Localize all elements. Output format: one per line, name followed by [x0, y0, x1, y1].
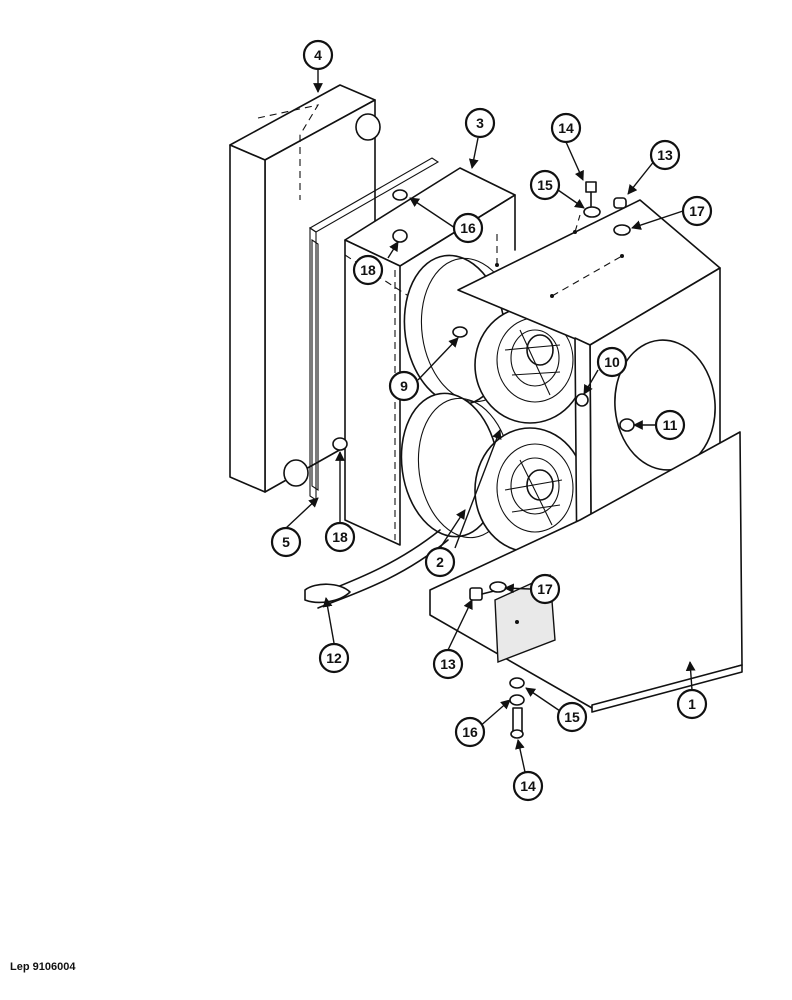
callout-14-top-label: 14	[558, 120, 574, 136]
callout-18-bottom: 18	[324, 521, 356, 553]
callout-13-bottom: 13	[432, 648, 464, 680]
figure-reference-code: Lep 9106004	[10, 961, 76, 973]
part-12-hose	[304, 529, 449, 609]
callout-16-bottom: 16	[454, 716, 486, 748]
callout-13-top-label: 13	[657, 147, 673, 163]
callout-2: 2	[424, 546, 456, 578]
callout-1-label: 1	[688, 696, 696, 712]
callout-10-label: 10	[604, 354, 620, 370]
fastener-hardware	[332, 181, 635, 739]
callout-15-bottom-label: 15	[564, 709, 580, 725]
callout-1: 1	[676, 688, 708, 720]
callout-4: 4	[302, 39, 334, 71]
callout-14-bottom-label: 14	[520, 778, 536, 794]
callout-17-bottom: 17	[529, 573, 561, 605]
callout-3: 3	[464, 107, 496, 139]
callout-15-bottom: 15	[556, 701, 588, 733]
callout-5-label: 5	[282, 534, 290, 550]
callout-17-top-label: 17	[689, 203, 705, 219]
callout-18-top-label: 18	[360, 262, 376, 278]
part-3-shroud	[344, 167, 516, 546]
callout-3-label: 3	[476, 115, 484, 131]
callout-16-top-label: 16	[460, 220, 476, 236]
callout-13-top: 13	[649, 139, 681, 171]
callout-10: 10	[596, 346, 628, 378]
callout-11-label: 11	[663, 417, 678, 433]
callout-12-label: 12	[326, 650, 342, 666]
callout-16-top: 16	[452, 212, 484, 244]
callout-14-bottom: 14	[512, 770, 544, 802]
callout-12: 12	[318, 642, 350, 674]
callout-13-bottom-label: 13	[440, 656, 456, 672]
callout-15-top-label: 15	[537, 177, 553, 193]
callout-16-bottom-label: 16	[462, 724, 478, 740]
callout-9: 9	[388, 370, 420, 402]
callout-2-label: 2	[436, 554, 444, 570]
callout-18-bottom-label: 18	[332, 529, 348, 545]
callout-4-label: 4	[314, 47, 322, 63]
callout-5: 5	[270, 526, 302, 558]
callout-15-top: 15	[529, 169, 561, 201]
part-1-frame	[429, 199, 743, 713]
callout-18-top: 18	[352, 254, 384, 286]
callout-17-bottom-label: 17	[537, 581, 553, 597]
leader-lines	[285, 70, 696, 773]
callout-17-top: 17	[681, 195, 713, 227]
callout-11: 11	[654, 409, 686, 441]
callout-9-label: 9	[400, 378, 408, 394]
callout-14-top: 14	[550, 112, 582, 144]
